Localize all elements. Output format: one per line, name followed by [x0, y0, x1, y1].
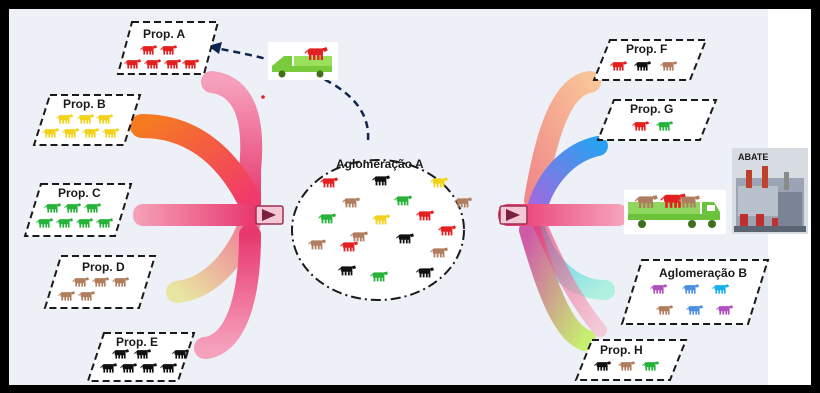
abate-label: ABATE — [738, 152, 768, 162]
property-label: Prop. G — [630, 102, 673, 116]
left-branch-arrows — [130, 71, 284, 359]
property-label: Prop. H — [600, 343, 643, 357]
prop-c-box: Prop. C — [23, 183, 133, 237]
property-label: Prop. E — [116, 335, 158, 349]
branch-to-prop-e — [194, 224, 261, 359]
property-label: Prop. D — [82, 260, 125, 274]
prop-b-box: Prop. B — [32, 94, 142, 146]
dashed-box — [596, 99, 718, 141]
aglomeracao-a-label: Aglomeração A — [336, 157, 424, 171]
branch-to-prop-g — [528, 136, 608, 215]
property-label: Aglomeração B — [659, 266, 747, 280]
prop-d-box: Prop. D — [43, 255, 157, 309]
aglomeracao-a-circle — [291, 159, 465, 301]
prop-e-box: Prop. E — [86, 332, 196, 382]
property-label: Prop. A — [143, 27, 186, 41]
branch-to-prop-b — [130, 114, 260, 210]
right-branch-arrows — [498, 71, 628, 351]
branch-to-prop-a — [201, 71, 263, 216]
branch-to-abate — [498, 204, 628, 226]
branch-to-prop-h-2 — [533, 218, 607, 337]
left-properties: Prop. A Prop. B Prop. C Prop. D Prop. E — [23, 21, 220, 382]
play-arrow-icon — [506, 209, 520, 221]
factory-icon — [732, 148, 808, 234]
property-label: Prop. B — [63, 97, 106, 111]
play-arrow-icon — [262, 209, 276, 221]
prop-h-box: Prop. H — [574, 339, 688, 381]
branch-to-prop-h — [519, 219, 596, 351]
prop-a-box: Prop. A — [116, 21, 220, 75]
truck-icon — [624, 190, 726, 234]
truck-icon — [268, 42, 338, 80]
prop-f-box: Prop. F — [592, 39, 708, 81]
red-dot — [261, 95, 265, 99]
right-properties: Prop. F Prop. G Aglomeração B Prop. H — [574, 39, 770, 381]
property-label: Prop. C — [58, 186, 101, 200]
aglomeracao-b-box: Aglomeração B — [620, 259, 770, 325]
prop-g-box: Prop. G — [596, 99, 718, 141]
property-label: Prop. F — [626, 42, 667, 56]
branch-to-prop-c — [133, 204, 263, 226]
